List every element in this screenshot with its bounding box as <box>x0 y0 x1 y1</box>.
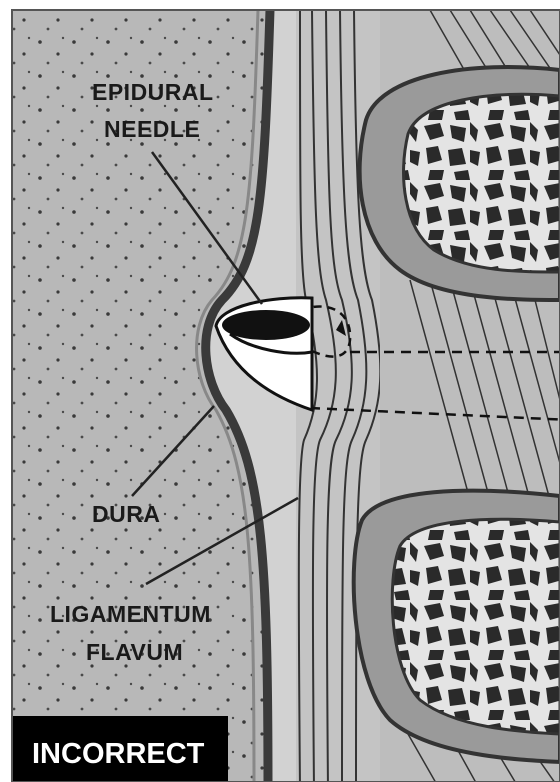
label-ligamentum: LIGAMENTUM <box>50 601 211 627</box>
label-needle: NEEDLE <box>104 116 200 142</box>
label-epidural: EPIDURAL <box>92 79 214 105</box>
label-flavum: FLAVUM <box>86 639 183 665</box>
badge-label: INCORRECT <box>32 738 205 770</box>
label-dura: DURA <box>92 501 160 527</box>
incorrect-badge: INCORRECT <box>12 716 228 782</box>
